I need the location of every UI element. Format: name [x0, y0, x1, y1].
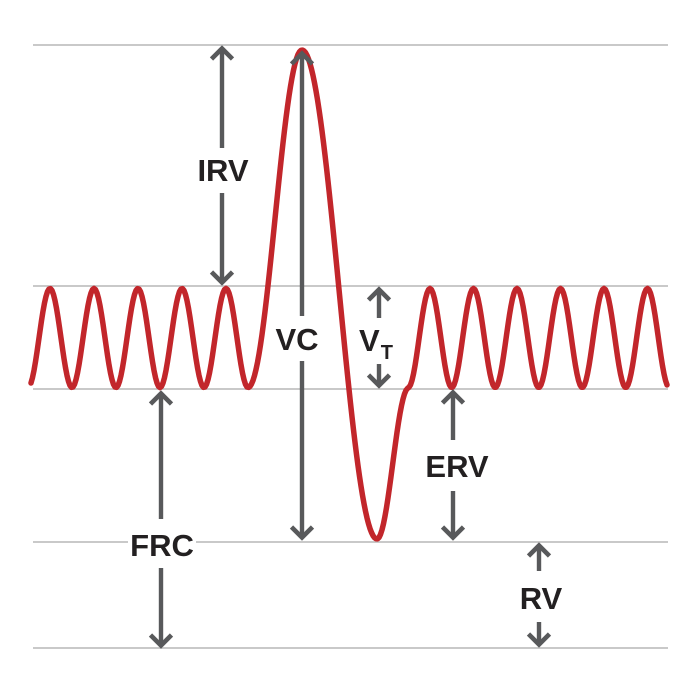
- vc-arrow: [289, 50, 315, 541]
- rv-arrow: [526, 542, 552, 648]
- spirometry-trace-curve: [28, 47, 670, 542]
- rv-label: RV: [520, 581, 563, 616]
- frc-label-background: [128, 522, 196, 562]
- erv-arrow-down-head-icon: [440, 525, 466, 541]
- erv-arrow-up-head-icon: [440, 389, 466, 405]
- frc-label: FRC: [130, 528, 194, 563]
- rv-arrow-up-head-icon: [526, 542, 552, 558]
- irv-label: IRV: [197, 153, 248, 188]
- erv-label: ERV: [425, 449, 489, 484]
- vc-arrow-up-head-icon: [289, 50, 315, 66]
- irv-arrow-down-head-icon: [209, 270, 235, 286]
- frc-arrow-down-head-icon: [148, 633, 174, 649]
- vt-label-subscript: T: [381, 342, 393, 364]
- vc-arrow-down-head-icon: [289, 525, 315, 541]
- vt-arrow-down-head-icon: [366, 373, 392, 389]
- vt-arrow-up-head-icon: [366, 286, 392, 302]
- vt-label-main: V: [359, 323, 380, 358]
- rv-arrow-down-head-icon: [526, 632, 552, 648]
- frc-arrow-up-head-icon: [148, 390, 174, 406]
- frc-arrow: [148, 390, 174, 649]
- irv-arrow-up-head-icon: [209, 45, 235, 61]
- vc-label: VC: [275, 322, 318, 357]
- vt-label: VT: [359, 323, 393, 364]
- vt-arrow: [366, 286, 392, 389]
- measurement-arrows: [148, 45, 552, 649]
- irv-arrow: [209, 45, 235, 286]
- erv-arrow: [440, 389, 466, 541]
